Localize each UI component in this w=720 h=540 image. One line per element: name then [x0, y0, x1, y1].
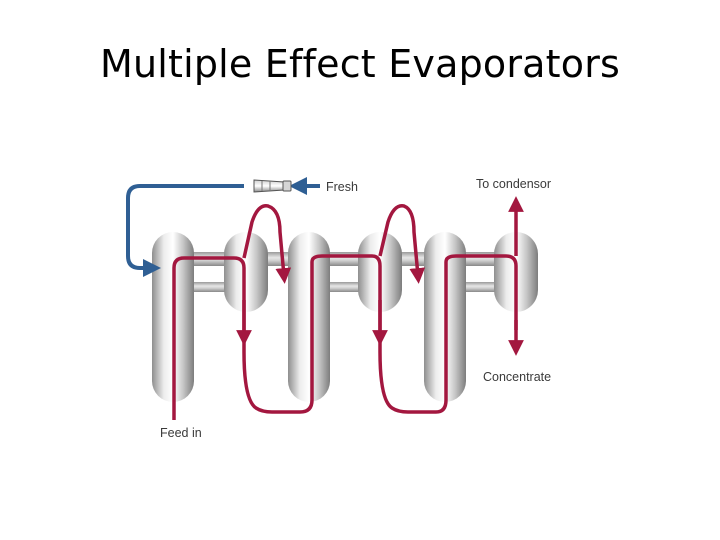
nozzle-icon — [253, 179, 292, 193]
pipe-8 — [460, 282, 500, 292]
fresh-steam-line — [126, 177, 320, 277]
vapour-loop-1 — [242, 204, 292, 284]
pipe-6 — [190, 282, 230, 292]
separator-1 — [224, 232, 268, 312]
fresh-steam-path — [126, 184, 244, 277]
evaporator-body-2 — [288, 232, 330, 402]
pipe-4 — [398, 252, 428, 266]
vapour-loop-2 — [378, 204, 426, 284]
label-concentrate: Concentrate — [483, 370, 551, 384]
flow-effect-3 — [444, 254, 518, 330]
separator-drums — [224, 232, 538, 312]
diagram-labels: Fresh To condensor Concentrate Feed in — [160, 177, 551, 440]
slide-title: Multiple Effect Evaporators — [99, 42, 621, 86]
pipe-2 — [262, 252, 296, 266]
process-flow-lines — [172, 196, 524, 420]
label-feed-in: Feed in — [160, 426, 202, 440]
flow-feed-path — [172, 256, 314, 414]
label-to-condensor: To condensor — [476, 177, 551, 191]
flow-effect-2 — [310, 254, 448, 414]
label-fresh: Fresh — [326, 180, 358, 194]
pipe-7 — [326, 282, 364, 292]
